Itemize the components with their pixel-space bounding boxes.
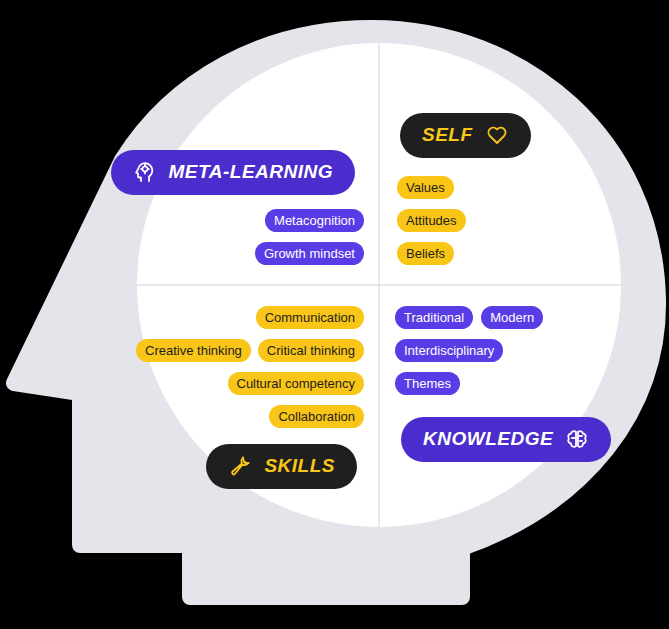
tag-label: Growth mindset <box>264 246 355 261</box>
tag-pill: Communication <box>256 306 364 329</box>
icon-stroke <box>142 166 147 171</box>
tag-pill: Collaboration <box>269 405 364 428</box>
tag-pill: Themes <box>395 372 460 395</box>
tag-label: Values <box>406 180 445 195</box>
tag-pill: Metacognition <box>265 209 364 232</box>
tag-label: Attitudes <box>406 213 457 228</box>
tag-label: Metacognition <box>274 213 355 228</box>
category-label: SELF <box>422 124 473 146</box>
tag-label: Traditional <box>404 310 464 325</box>
category-label: META-LEARNING <box>169 161 333 183</box>
category-pill: SELF <box>400 113 531 158</box>
tag-label: Collaboration <box>278 409 355 424</box>
category-pill: KNOWLEDGE <box>401 417 611 462</box>
icon-stroke <box>141 165 149 174</box>
metahead-icon <box>133 160 157 184</box>
category-pill: META-LEARNING <box>111 150 355 195</box>
icon-stroke <box>568 431 576 447</box>
wrench-icon <box>228 454 252 478</box>
tag-pill: Interdisciplinary <box>395 339 503 362</box>
tag-pill: Creative thinking <box>136 339 251 362</box>
mind-circle <box>137 43 621 527</box>
quadrant-line <box>379 43 380 527</box>
heart-icon <box>485 123 509 147</box>
tag-label: Communication <box>265 310 355 325</box>
tag-label: Themes <box>404 376 451 391</box>
tag-label: Interdisciplinary <box>404 343 494 358</box>
icon-stroke <box>136 163 152 181</box>
tag-pill: Growth mindset <box>255 242 364 265</box>
category-label: KNOWLEDGE <box>423 428 553 450</box>
head-silhouette <box>14 28 658 597</box>
tag-pill: Traditional <box>395 306 473 329</box>
tag-pill: Attitudes <box>397 209 466 232</box>
tag-label: Beliefs <box>406 246 445 261</box>
category-label: SKILLS <box>264 455 335 477</box>
tag-label: Creative thinking <box>145 343 242 358</box>
tag-pill: Critical thinking <box>258 339 364 362</box>
icon-stroke <box>488 128 505 143</box>
tag-label: Critical thinking <box>267 343 355 358</box>
icon-stroke <box>572 436 582 441</box>
tag-label: Cultural competency <box>237 376 356 391</box>
tag-pill: Modern <box>481 306 543 329</box>
tag-pill: Values <box>397 176 454 199</box>
icon-stroke <box>233 458 249 475</box>
category-pill: SKILLS <box>206 444 357 489</box>
tag-pill: Beliefs <box>397 242 454 265</box>
tag-pill: Cultural competency <box>228 372 365 395</box>
brain-icon <box>565 427 589 451</box>
icon-stroke <box>578 431 586 447</box>
tag-label: Modern <box>490 310 534 325</box>
